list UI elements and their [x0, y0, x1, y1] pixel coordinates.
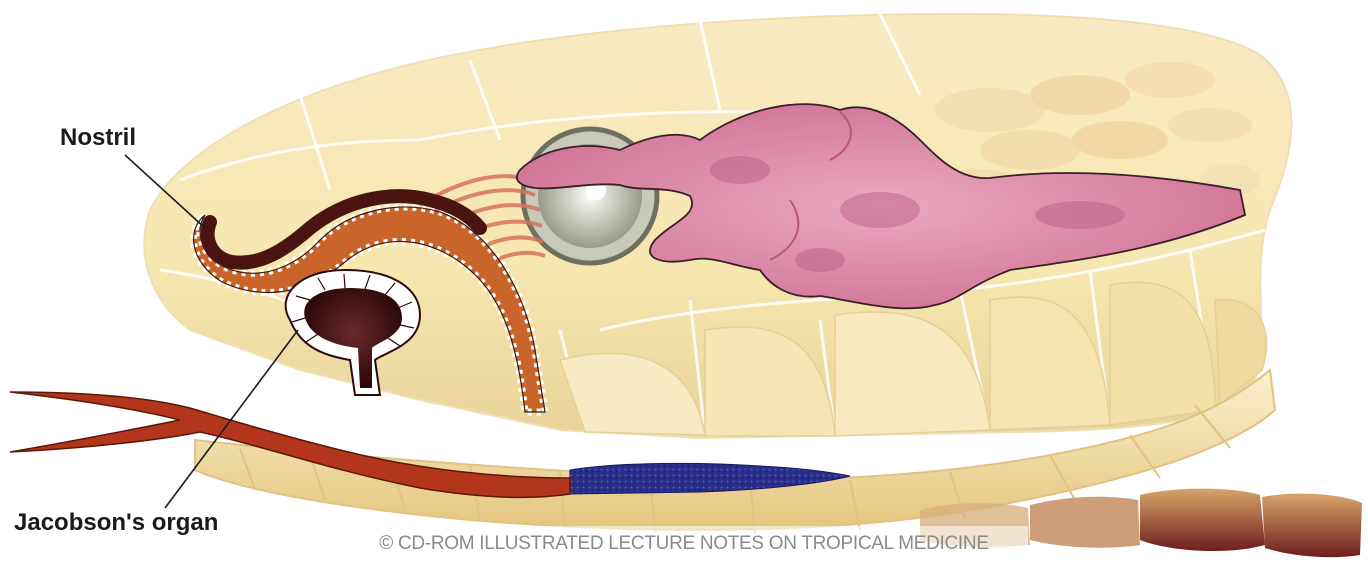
- jacobsons-organ-label: Jacobson's organ: [14, 509, 218, 537]
- copyright-notice: © CD-ROM ILLUSTRATED LECTURE NOTES ON TR…: [340, 526, 1028, 562]
- nostril-label: Nostril: [60, 124, 136, 152]
